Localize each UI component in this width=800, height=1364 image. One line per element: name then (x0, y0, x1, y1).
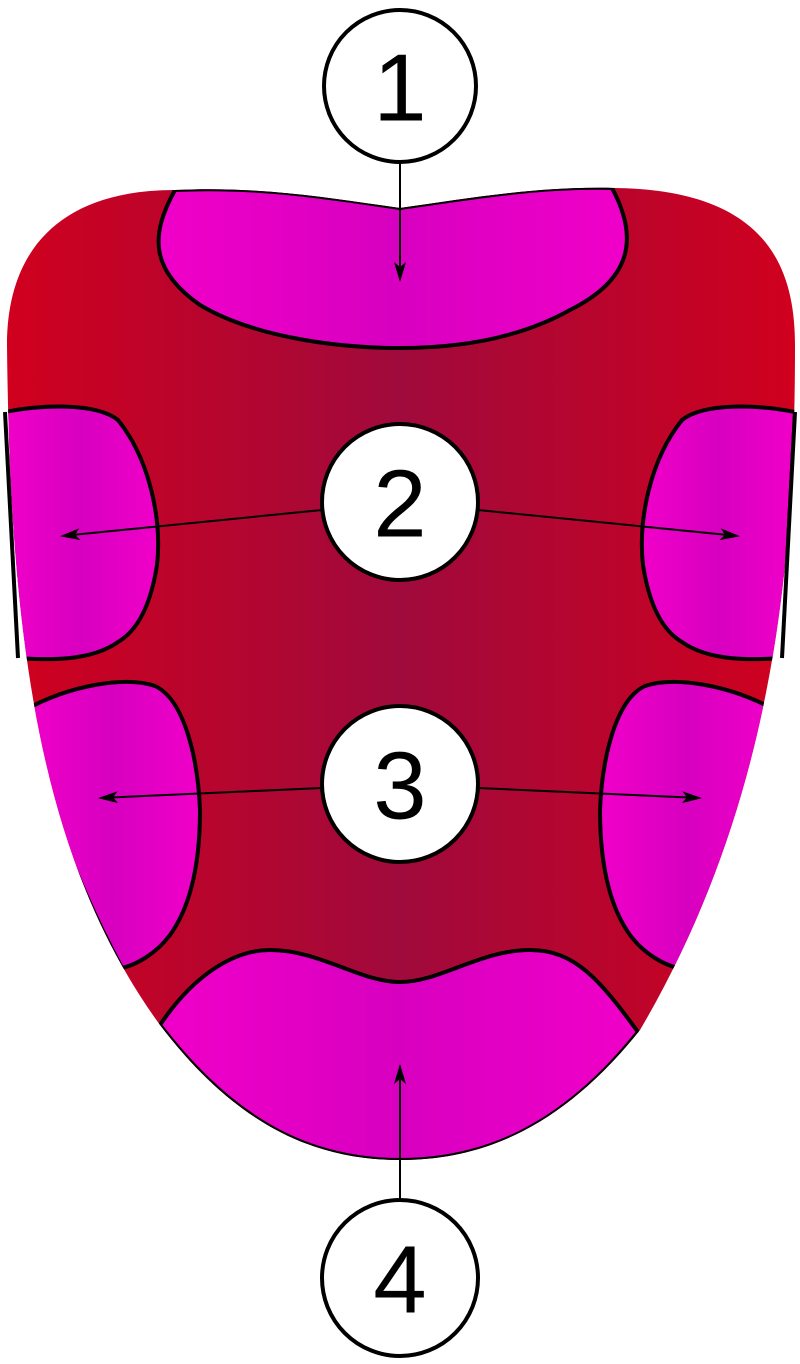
taste-zones (7, 187, 795, 1161)
callout-label: 1 (373, 35, 426, 142)
tongue-outline-right (780, 411, 797, 659)
callout-circle (320, 704, 480, 864)
zone-side-back-left (23, 680, 202, 970)
leader-2-right (477, 509, 740, 541)
callout-circle (320, 1198, 480, 1358)
zone-back (158, 948, 640, 1161)
leader-3-right (477, 787, 702, 804)
callout-label: 3 (373, 733, 426, 840)
leader-lines (60, 162, 740, 1198)
leader-3-left (98, 787, 323, 804)
callout-1: 1 (322, 8, 478, 164)
callout-4: 4 (320, 1198, 480, 1358)
leader-2-left (60, 509, 323, 541)
callout-label: 4 (373, 1227, 426, 1334)
callout-circle (322, 8, 478, 164)
zone-side-back-right (598, 680, 777, 970)
callout-3: 3 (320, 704, 480, 864)
callout-2: 2 (320, 422, 480, 582)
tongue-body (7, 187, 795, 1161)
callout-label: 2 (373, 451, 426, 558)
zone-side-front-left (7, 404, 161, 662)
zone-side-front-right (639, 404, 795, 662)
callout-circle (320, 422, 480, 582)
tongue-outline (3, 411, 20, 659)
